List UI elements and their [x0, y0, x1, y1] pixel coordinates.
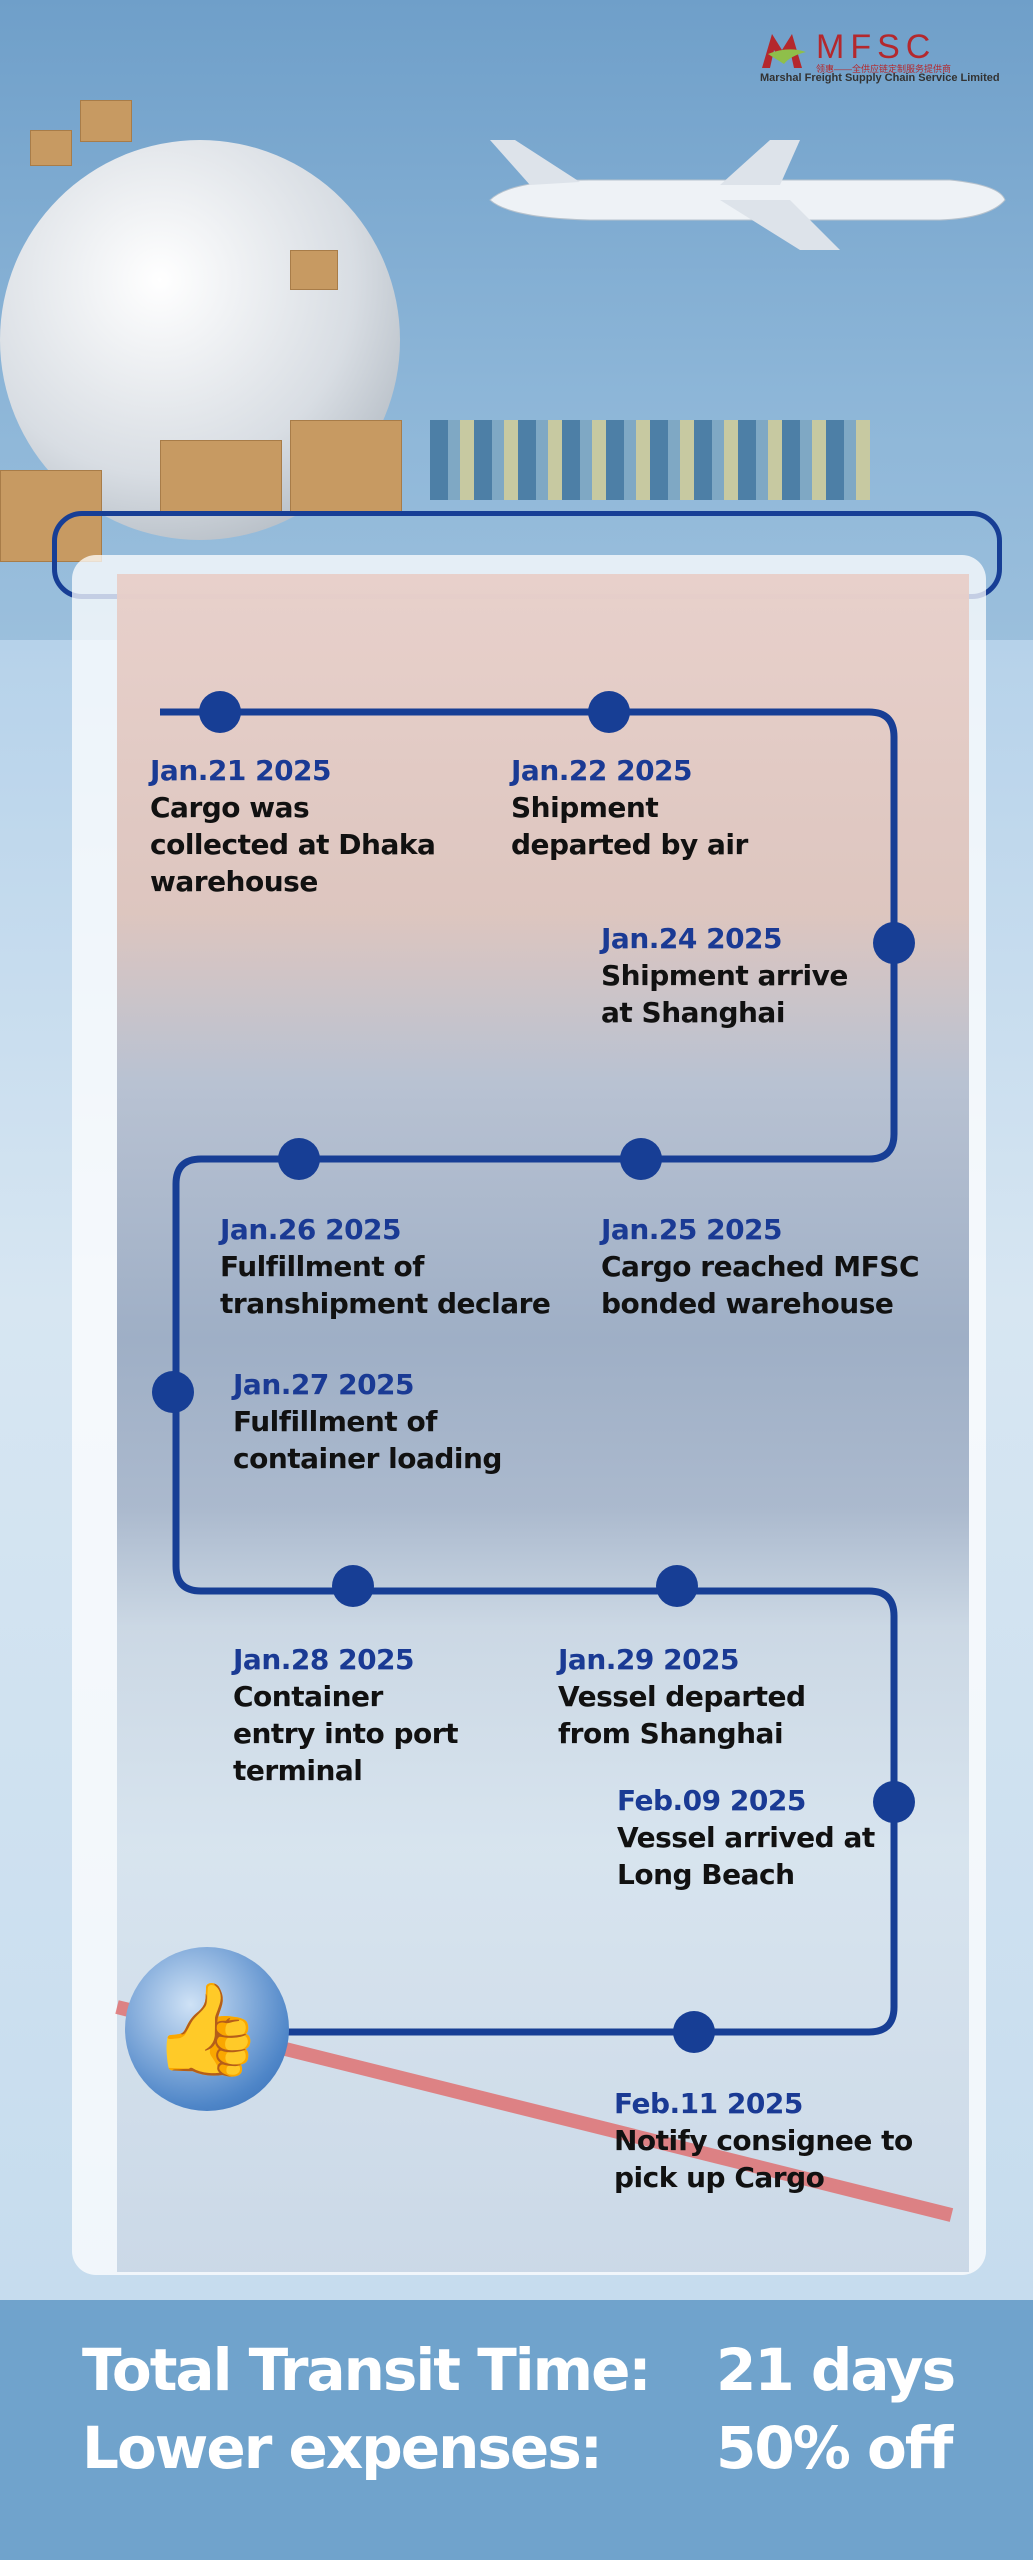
- timeline-event: Feb.09 2025 Vessel arrived at Long Beach: [617, 1782, 875, 1893]
- event-date: Feb.11 2025: [614, 2087, 803, 2120]
- airplane-illustration: [489, 140, 1006, 250]
- event-text: Container entry into port terminal: [233, 1680, 459, 1787]
- timeline-event: Jan.24 2025 Shipment arrive at Shanghai: [601, 920, 848, 1031]
- event-text: Cargo was collected at Dhaka warehouse: [150, 791, 436, 898]
- event-date: Jan.28 2025: [233, 1643, 415, 1676]
- event-date: Jan.26 2025: [220, 1213, 402, 1246]
- company-name: Marshal Freight Supply Chain Service Lim…: [760, 72, 1000, 84]
- cargo-box: [290, 420, 402, 512]
- timeline-event: Jan.22 2025 Shipment departed by air: [511, 752, 748, 863]
- timeline-dot: [673, 2011, 715, 2053]
- event-date: Feb.09 2025: [617, 1784, 806, 1817]
- timeline-dot: [278, 1138, 320, 1180]
- logo-tagline: 领惠——全供应链定制服务提供商: [816, 63, 951, 74]
- timeline-event: Jan.21 2025 Cargo was collected at Dhaka…: [150, 752, 436, 900]
- event-text: Notify consignee to pick up Cargo: [614, 2124, 913, 2194]
- expense-label: Lower expenses:: [82, 2414, 603, 2482]
- expense-summary: Lower expenses: 50% off: [82, 2414, 953, 2482]
- mfsc-logo: MFSC 领惠——全供应链定制服务提供商: [762, 28, 951, 74]
- container-ship-illustration: [430, 420, 870, 500]
- event-date: Jan.22 2025: [511, 754, 693, 787]
- event-date: Jan.29 2025: [558, 1643, 740, 1676]
- timeline-event: Jan.25 2025 Cargo reached MFSC bonded wa…: [601, 1211, 920, 1322]
- timeline-dot: [588, 691, 630, 733]
- timeline-dot: [199, 691, 241, 733]
- timeline-dot: [656, 1565, 698, 1607]
- timeline-event: Jan.28 2025 Container entry into port te…: [233, 1641, 459, 1789]
- event-text: Shipment departed by air: [511, 791, 748, 861]
- timeline-event: Jan.26 2025 Fulfillment of transhipment …: [220, 1211, 551, 1322]
- timeline-dot: [152, 1371, 194, 1413]
- thumbs-up-icon: 👍: [125, 1947, 289, 2111]
- timeline-event: Jan.29 2025 Vessel departed from Shangha…: [558, 1641, 806, 1752]
- timeline-dot: [620, 1138, 662, 1180]
- timeline-dot: [873, 922, 915, 964]
- logo-text: MFSC: [816, 28, 936, 66]
- timeline-dot: [332, 1565, 374, 1607]
- event-text: Vessel departed from Shanghai: [558, 1680, 806, 1750]
- transit-time-label: Total Transit Time:: [82, 2336, 652, 2404]
- timeline-event: Jan.27 2025 Fulfillment of container loa…: [233, 1366, 502, 1477]
- event-date: Jan.24 2025: [601, 922, 783, 955]
- expense-value: 50% off: [716, 2414, 953, 2482]
- transit-time-value: 21 days: [716, 2336, 956, 2404]
- event-text: Fulfillment of container loading: [233, 1405, 502, 1475]
- event-text: Shipment arrive at Shanghai: [601, 959, 848, 1029]
- event-date: Jan.21 2025: [150, 754, 332, 787]
- cargo-box: [30, 130, 72, 166]
- hero-banner: MFSC 领惠——全供应链定制服务提供商 Marshal Freight Sup…: [0, 0, 1033, 660]
- transit-time-summary: Total Transit Time: 21 days: [82, 2336, 956, 2404]
- event-date: Jan.27 2025: [233, 1368, 415, 1401]
- cargo-box: [80, 100, 132, 142]
- event-date: Jan.25 2025: [601, 1213, 783, 1246]
- event-text: Cargo reached MFSC bonded warehouse: [601, 1250, 920, 1320]
- cargo-box: [0, 470, 102, 562]
- event-text: Vessel arrived at Long Beach: [617, 1821, 875, 1891]
- event-text: Fulfillment of transhipment declare: [220, 1250, 551, 1320]
- timeline-dot: [873, 1781, 915, 1823]
- timeline-event: Feb.11 2025 Notify consignee to pick up …: [614, 2085, 913, 2196]
- cargo-box: [290, 250, 338, 290]
